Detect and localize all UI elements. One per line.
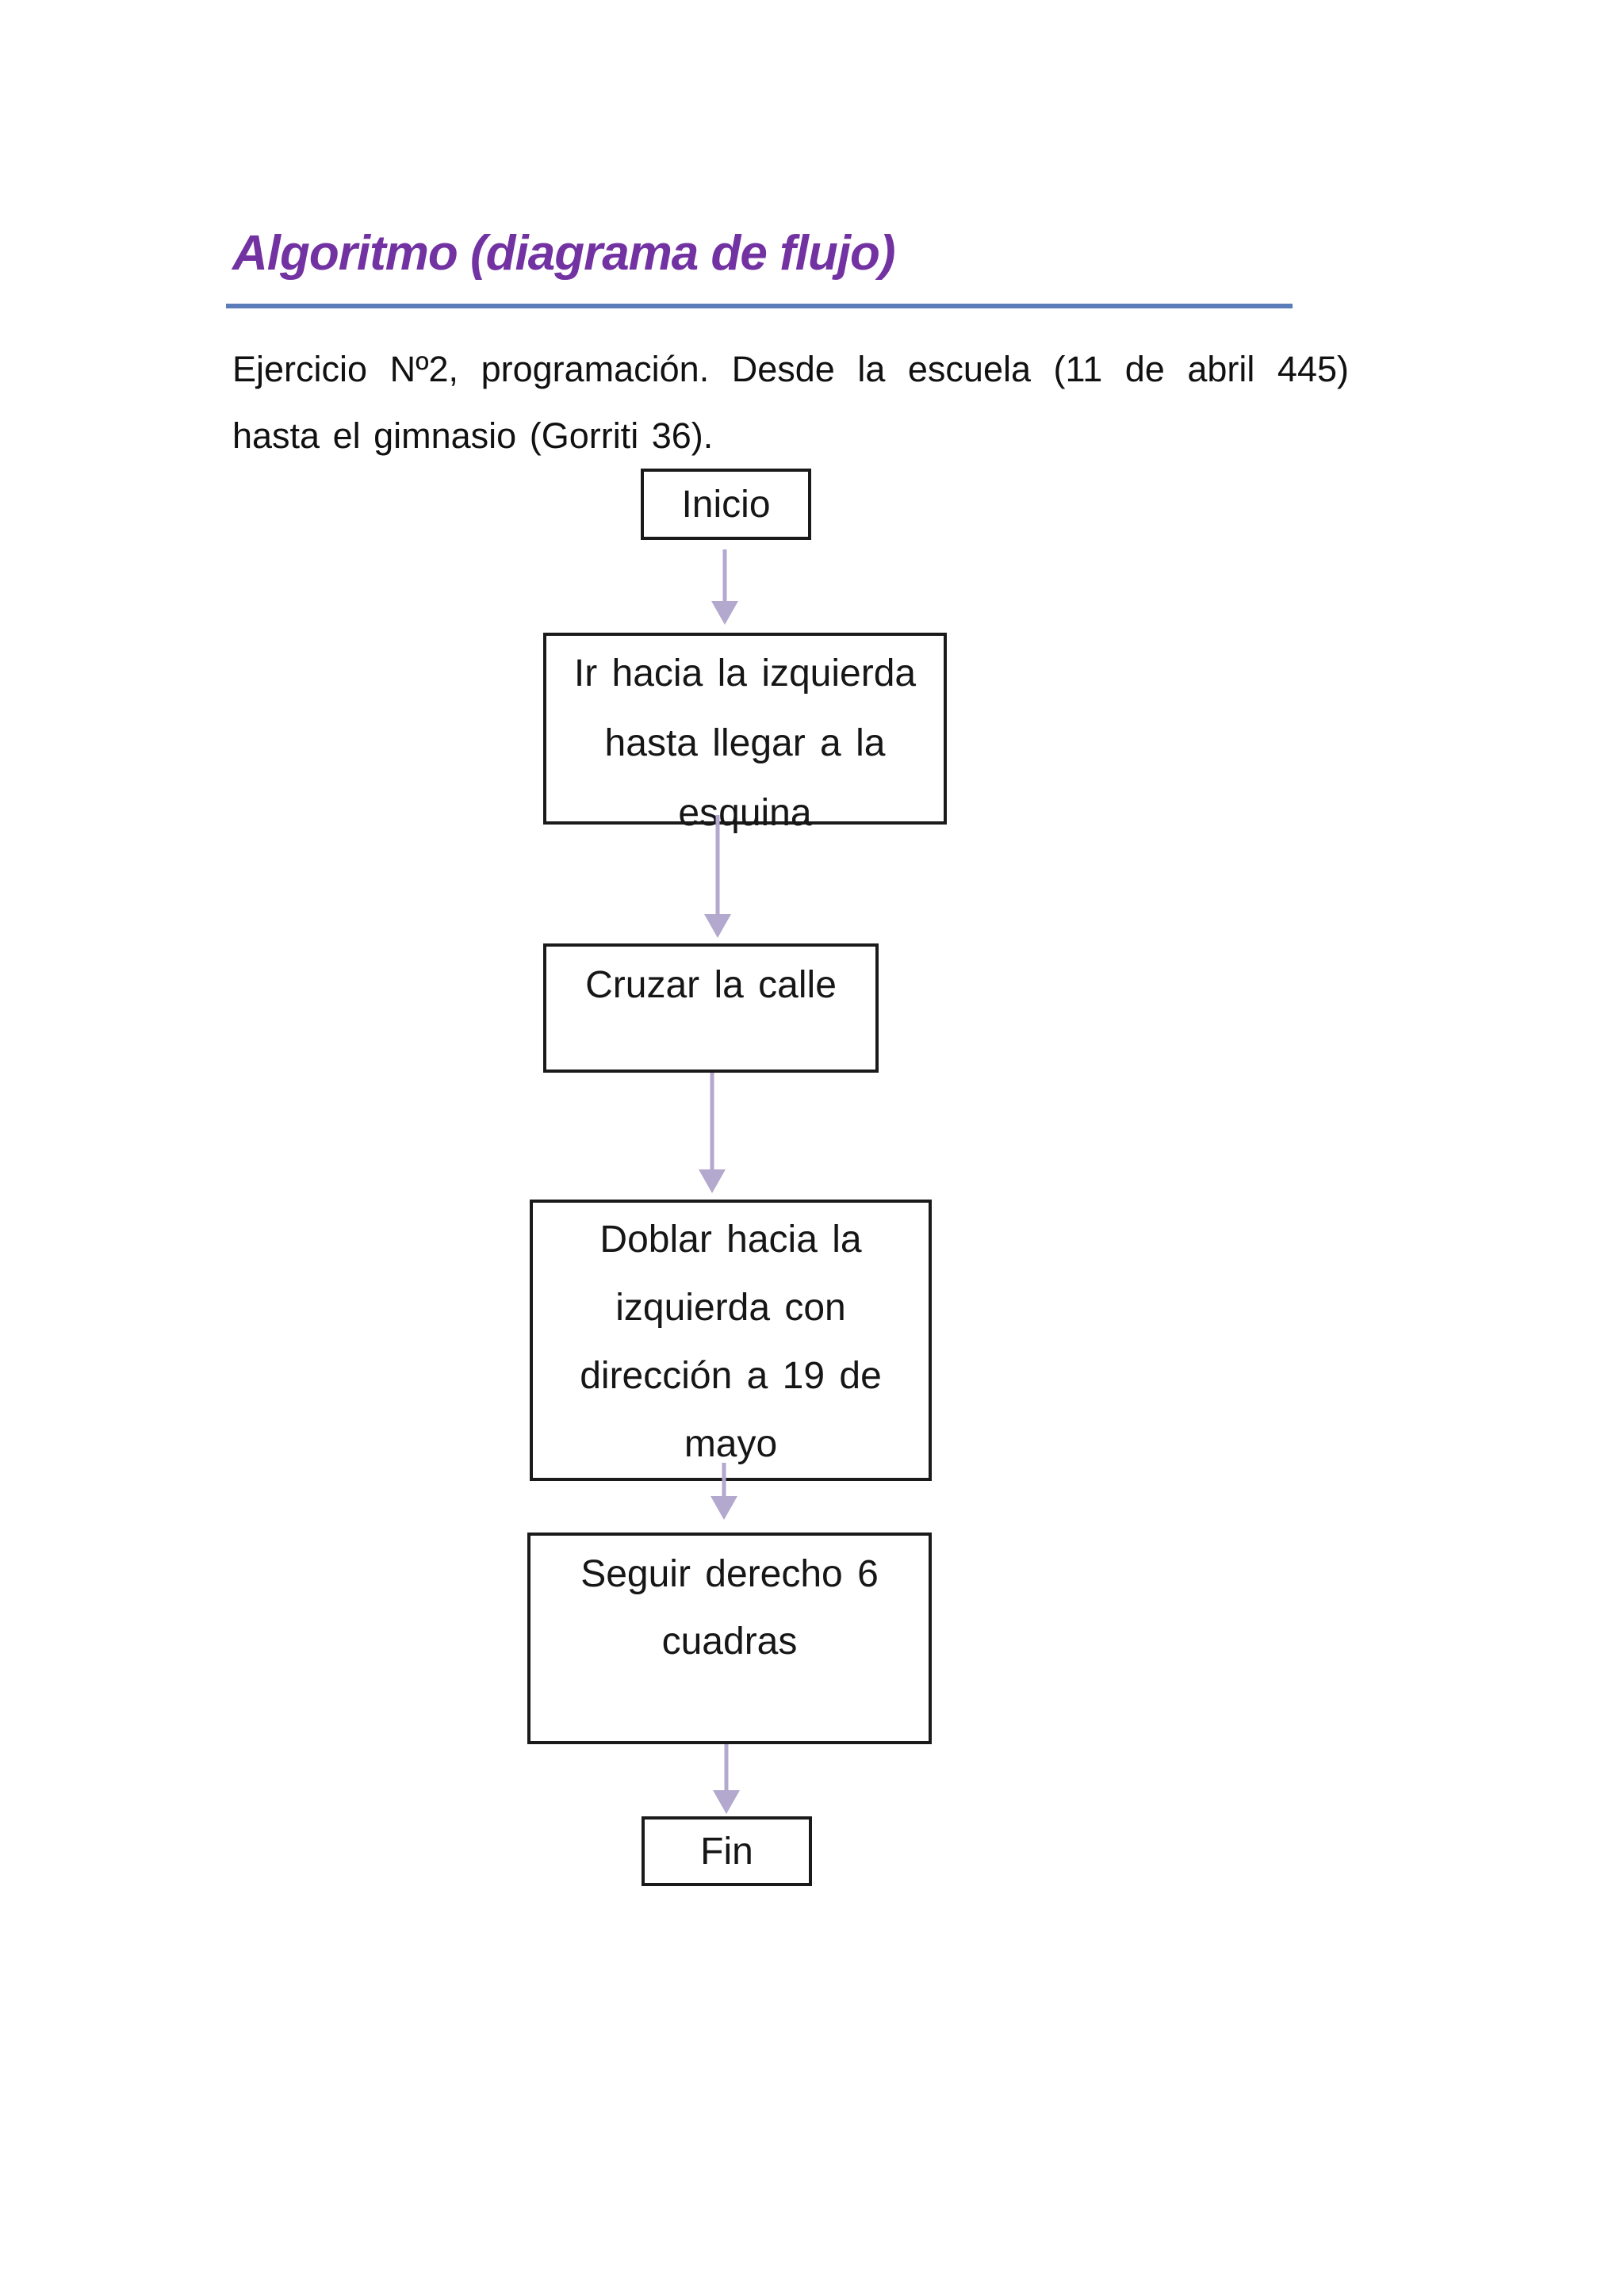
node-label-line: dirección a 19 de (580, 1355, 882, 1397)
node-label-line: izquierda con (615, 1287, 846, 1329)
arrow-shaft (715, 815, 720, 917)
arrow-shaft (724, 1744, 729, 1793)
page-title: Algoritmo (diagrama de flujo) (232, 226, 896, 281)
flowchart-node-inicio: Inicio (641, 469, 811, 540)
flowchart-node-paso2: Cruzar la calle (543, 943, 879, 1073)
title-underline-rule (226, 304, 1293, 308)
arrow-down-icon (713, 1744, 740, 1814)
arrow-down-icon (711, 549, 738, 625)
exercise-paragraph: Ejercicio Nº2, programación. Desde la es… (232, 336, 1349, 469)
node-label: Fin (700, 1830, 753, 1873)
node-label-line: Cruzar la calle (585, 964, 837, 1006)
arrow-shaft (722, 1463, 726, 1499)
arrow-head (699, 1169, 726, 1193)
flowchart-node-fin: Fin (642, 1816, 812, 1886)
paragraph-line: Ejercicio Nº2, programación. Desde la es… (232, 349, 1349, 389)
node-label-line: esquina (678, 792, 812, 834)
flowchart-node-paso4: Seguir derecho 6 cuadras (527, 1533, 932, 1744)
arrow-head (713, 1790, 740, 1814)
arrow-shaft (722, 549, 727, 604)
arrow-shaft (710, 1073, 714, 1173)
node-label-line: hasta llegar a la (604, 722, 886, 764)
node-label-line: mayo (684, 1423, 778, 1465)
arrow-head (704, 914, 731, 938)
arrow-head (711, 601, 738, 625)
arrow-down-icon (699, 1073, 726, 1193)
arrow-down-icon (710, 1463, 737, 1520)
node-label-line: Doblar hacia la (599, 1219, 862, 1261)
node-label-line: Ir hacia la izquierda (573, 652, 917, 695)
arrow-head (710, 1496, 737, 1520)
node-label-line: cuadras (661, 1621, 798, 1663)
paragraph-line: hasta el gimnasio (Gorriti 36). (232, 415, 714, 456)
node-label: Inicio (681, 483, 771, 526)
node-label-line: Seguir derecho 6 (580, 1553, 879, 1595)
arrow-down-icon (704, 815, 731, 938)
flowchart-node-paso3: Doblar hacia la izquierda con dirección … (530, 1200, 932, 1481)
flowchart-node-paso1: Ir hacia la izquierda hasta llegar a la … (543, 633, 947, 834)
